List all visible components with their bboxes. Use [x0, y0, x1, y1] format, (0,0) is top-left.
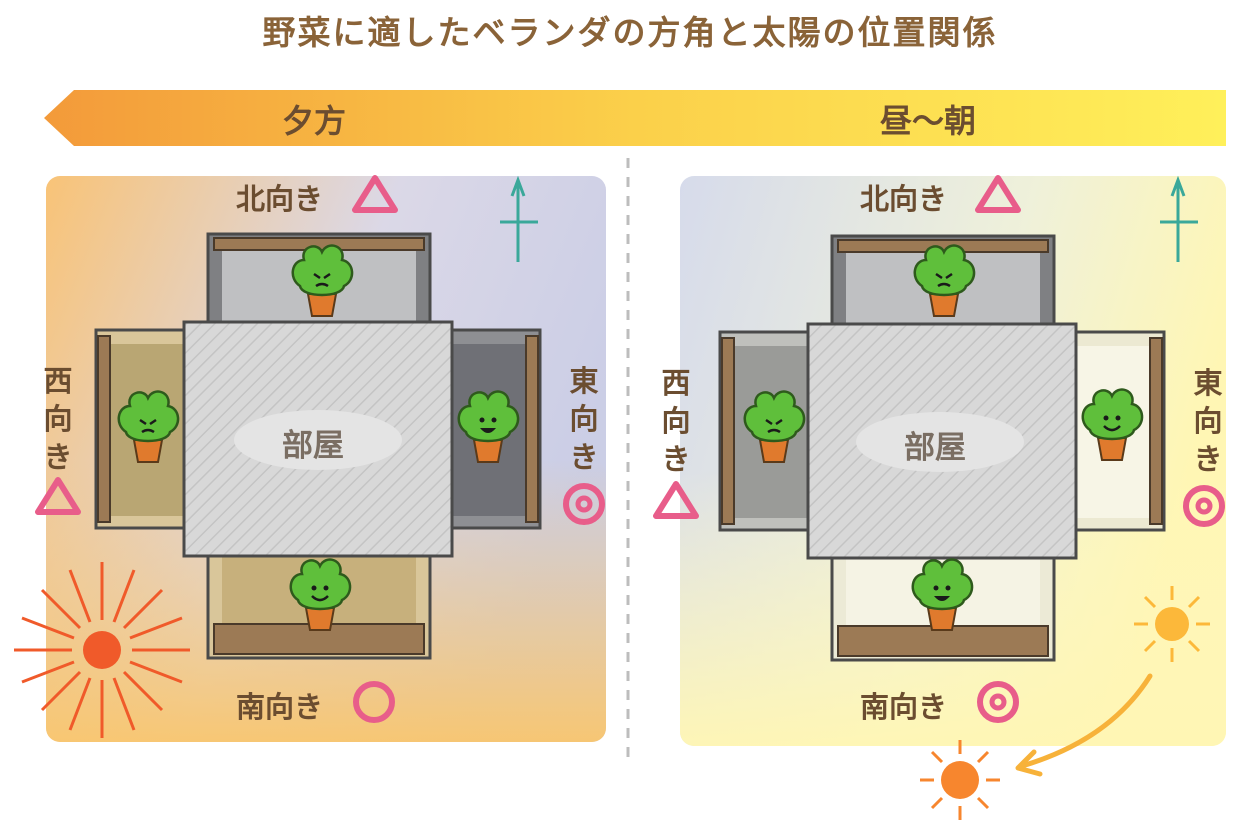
label-east: 東向き [1193, 366, 1223, 476]
triangle-mark-icon [653, 481, 699, 519]
label-north: 北向き [860, 182, 948, 216]
morning-sun-icon [1134, 586, 1210, 662]
noon-sun-icon [920, 740, 1000, 820]
room-label: 部屋 [904, 430, 966, 466]
room-label: 部屋 [282, 428, 344, 464]
plant-west-icon [743, 390, 806, 464]
plant-east-icon [1081, 388, 1144, 462]
balcony-east [1072, 330, 1166, 532]
compass-icon [500, 175, 538, 262]
plant-south-icon [289, 558, 352, 632]
double-circle-mark-icon [1183, 485, 1225, 527]
panel-day-morning [653, 175, 1226, 820]
sun-path-arrow-icon [1019, 673, 1153, 769]
triangle-mark-icon [975, 175, 1021, 213]
label-south: 南向き [236, 690, 324, 724]
plant-north-icon [291, 244, 354, 318]
label-north: 北向き [236, 182, 324, 216]
diagram-title: 野菜に適したベランダの方角と太陽の位置関係 [262, 13, 998, 52]
label-west: 西向き [661, 366, 691, 476]
plant-north-icon [913, 244, 976, 318]
double-circle-mark-icon [977, 681, 1019, 723]
label-west: 西向き [43, 364, 73, 474]
panel-evening [14, 175, 606, 742]
plant-west-icon [117, 390, 180, 464]
circle-mark-icon [353, 681, 395, 723]
time-arrow [44, 90, 1226, 146]
arrow-label-day-morning: 昼〜朝 [880, 102, 977, 140]
compass-icon [1160, 175, 1198, 262]
label-south: 南向き [860, 690, 948, 724]
triangle-mark-icon [352, 175, 398, 213]
label-east: 東向き [569, 364, 599, 474]
evening-sun-icon [14, 562, 190, 738]
double-circle-mark-icon [563, 483, 605, 525]
arrow-label-evening: 夕方 [282, 102, 347, 140]
plant-east-icon [457, 390, 520, 464]
triangle-mark-icon [35, 477, 81, 515]
plant-south-icon [911, 558, 974, 632]
